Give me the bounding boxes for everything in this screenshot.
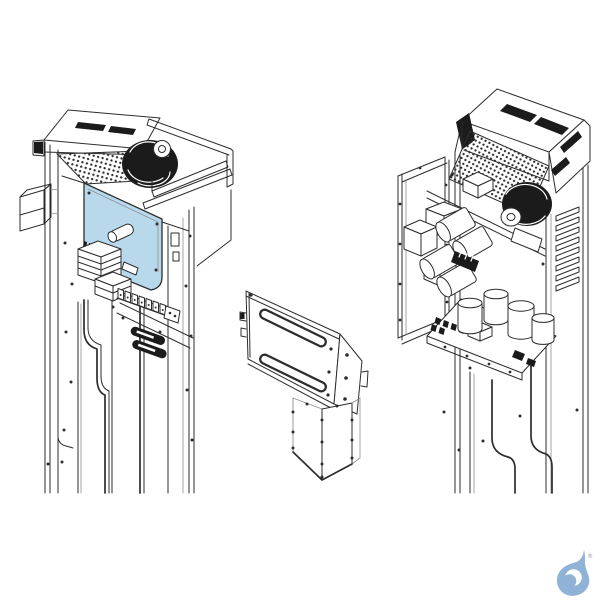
- mounting-bracket: [239, 290, 369, 481]
- capacitors-lying: [419, 207, 493, 298]
- heatsink-fins: [555, 206, 580, 292]
- water-drop-logo: ®: [556, 550, 593, 596]
- cooling-fan: [122, 140, 178, 188]
- bracket-enclosure: [291, 397, 361, 481]
- capacitor: [507, 300, 535, 340]
- terminal-strip: [116, 288, 181, 324]
- capacitors-standing: [457, 288, 555, 345]
- motor: [500, 182, 552, 253]
- buzzer-cylinder: [107, 223, 134, 243]
- dark-connector: [451, 251, 479, 272]
- top-cover-plate: [32, 109, 161, 157]
- side-bracket-box: [19, 183, 59, 232]
- drop-inner-disc: [562, 574, 577, 588]
- left-column-assembly: [19, 109, 234, 494]
- top-cover-box: [456, 88, 591, 194]
- support-frame: [142, 118, 234, 210]
- bracket-slots: [259, 308, 333, 397]
- fan-hub: [153, 140, 171, 158]
- column-body: [44, 141, 232, 494]
- right-column-assembly: [397, 88, 591, 494]
- motor-cap: [500, 207, 522, 227]
- capacitor: [457, 297, 483, 335]
- capacitor: [531, 313, 555, 345]
- registered-mark: ®: [587, 553, 593, 560]
- capacitor: [483, 288, 509, 326]
- bracket-flange: [333, 333, 369, 415]
- wire-connectors: [130, 326, 167, 359]
